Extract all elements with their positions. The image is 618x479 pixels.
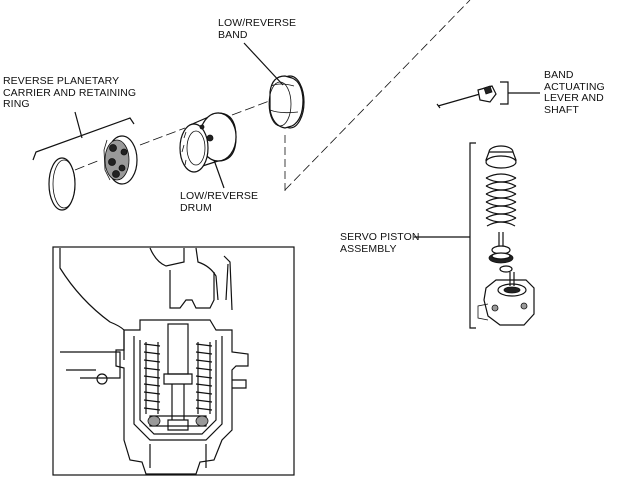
- servo-bracket: [414, 142, 476, 329]
- retaining-ring: [48, 157, 76, 211]
- label-band-actuating-lever: BAND ACTUATING LEVER AND SHAFT: [544, 69, 605, 116]
- centerline-axis: [74, 99, 273, 171]
- servo-piston-assembly: [477, 145, 535, 326]
- low-reverse-drum: [179, 112, 237, 173]
- alignment-line: [284, 0, 471, 191]
- planetary-leader-bracket: [32, 117, 135, 161]
- cross-section-inset: [52, 246, 295, 476]
- band-actuating-bracket: [500, 81, 540, 105]
- label-servo-piston-assembly: SERVO PISTON ASSEMBLY: [340, 231, 420, 255]
- label-low-reverse-band: LOW/REVERSE BAND: [218, 17, 297, 41]
- planetary-carrier: [103, 135, 138, 185]
- label-reverse-planetary-carrier: REVERSE PLANETARY CARRIER AND RETAINING …: [3, 75, 137, 110]
- low-reverse-band: [268, 75, 305, 129]
- label-low-reverse-drum: LOW/REVERSE DRUM: [180, 190, 259, 214]
- band-actuating-lever: [436, 85, 497, 109]
